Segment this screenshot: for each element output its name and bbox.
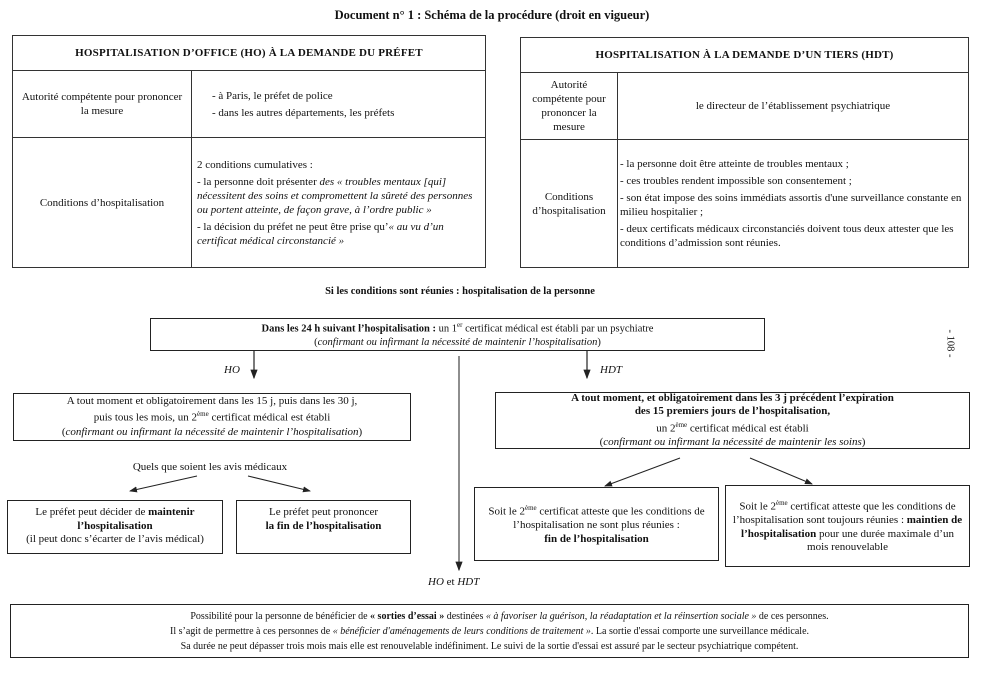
first-certificate-box: Dans les 24 h suivant l’hospitalisation … bbox=[150, 318, 765, 351]
ho-any-opinion: Quels que soient les avis médicaux bbox=[132, 461, 288, 473]
ho-conditions-intro: 2 conditions cumulatives : bbox=[197, 158, 313, 171]
ho-authority-label: Autorité compétente pour prononcer la me… bbox=[12, 70, 192, 138]
ho-authority-item: - à Paris, le préfet de police bbox=[212, 89, 333, 102]
ho-maintain-box: Le préfet peut décider de maintenir l’ho… bbox=[7, 500, 223, 554]
hdt-authority-label: Autorité compétente pour prononcer la me… bbox=[520, 72, 618, 140]
ho-conditions-label: Conditions d’hospitalisation bbox=[12, 137, 192, 268]
label-ho: HO bbox=[224, 364, 240, 376]
arrow-hdt-end bbox=[604, 457, 681, 487]
hdt-table: HOSPITALISATION À LA DEMANDE D’UN TIERS … bbox=[520, 37, 969, 268]
ho-authority-value: - à Paris, le préfet de police - dans le… bbox=[191, 70, 486, 138]
ho-second-certificate-box: A tout moment et obligatoirement dans le… bbox=[13, 393, 411, 441]
hdt-condition: - ces troubles rendent impossible son co… bbox=[620, 175, 852, 187]
label-ho-et-hdt: HO et HDT bbox=[428, 576, 480, 588]
ho-authority-item: - dans les autres départements, les préf… bbox=[212, 106, 395, 119]
hdt-condition: - son état impose des soins immédiats as… bbox=[620, 192, 962, 218]
hdt-maintain-box: Soit le 2ème certificat atteste que les … bbox=[725, 485, 970, 567]
ho-table-header: HOSPITALISATION D’OFFICE (HO) À LA DEMAN… bbox=[12, 35, 486, 71]
ho-end-box: Le préfet peut prononcer la fin de l’hos… bbox=[236, 500, 411, 554]
arrow-hdt-maintain bbox=[749, 457, 813, 485]
ho-condition-2: - la décision du préfet ne peut être pri… bbox=[197, 220, 444, 247]
hdt-second-certificate-box: A tout moment, et obligatoirement dans l… bbox=[495, 392, 970, 449]
hdt-conditions-value: - la personne doit être atteinte de trou… bbox=[617, 139, 969, 268]
trial-leave-box: Possibilité pour la personne de bénéfici… bbox=[10, 604, 969, 658]
arrow-ho-maintain bbox=[129, 475, 198, 493]
hdt-condition: - deux certificats médicaux circonstanci… bbox=[620, 223, 954, 249]
hdt-condition: - la personne doit être atteinte de trou… bbox=[620, 158, 849, 170]
document-title: Document n° 1 : Schéma de la procédure (… bbox=[334, 8, 650, 22]
conditions-heading: Si les conditions sont réunies : hospita… bbox=[325, 286, 595, 297]
ho-condition-1: - la personne doit présenter des « troub… bbox=[197, 175, 473, 216]
page-number: - 108 - bbox=[944, 329, 956, 358]
hdt-end-box: Soit le 2ème certificat atteste que les … bbox=[474, 487, 719, 561]
hdt-authority-value: le directeur de l’établissement psychiat… bbox=[617, 72, 969, 140]
arrow-ho-end bbox=[247, 475, 311, 493]
ho-table: HOSPITALISATION D’OFFICE (HO) À LA DEMAN… bbox=[12, 35, 486, 268]
ho-conditions-value: 2 conditions cumulatives : - la personne… bbox=[191, 137, 486, 268]
label-hdt: HDT bbox=[600, 364, 623, 376]
